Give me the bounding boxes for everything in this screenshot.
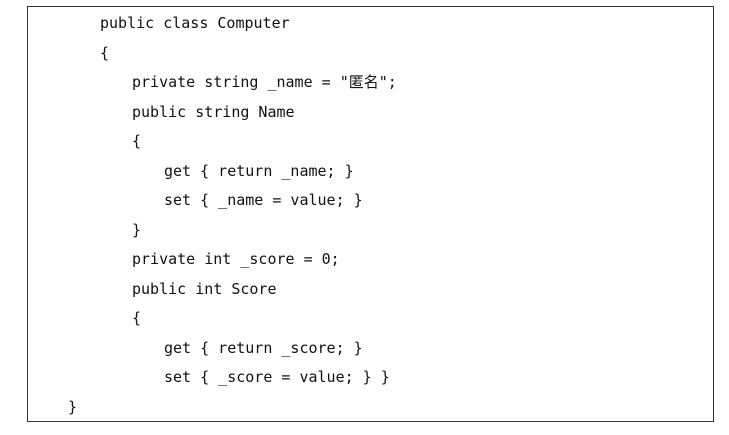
code-line: { [132, 309, 142, 327]
code-line: get { return _score; } [164, 339, 363, 357]
code-line: set { _score = value; } } [164, 368, 390, 386]
code-line: public string Name [132, 103, 295, 121]
code-line: { [100, 44, 110, 62]
code-block: public class Computer { private string _… [27, 6, 714, 422]
code-line: public int Score [132, 280, 277, 298]
code-line: set { _name = value; } [164, 191, 363, 209]
code-line: private string _name = "匿名"; [132, 73, 397, 91]
code-line: } [132, 221, 142, 239]
code-line: get { return _name; } [164, 162, 354, 180]
code-line: private int _score = 0; [132, 250, 340, 268]
code-line: } [68, 398, 78, 416]
code-line: public class Computer [100, 14, 290, 32]
code-line: { [132, 132, 142, 150]
